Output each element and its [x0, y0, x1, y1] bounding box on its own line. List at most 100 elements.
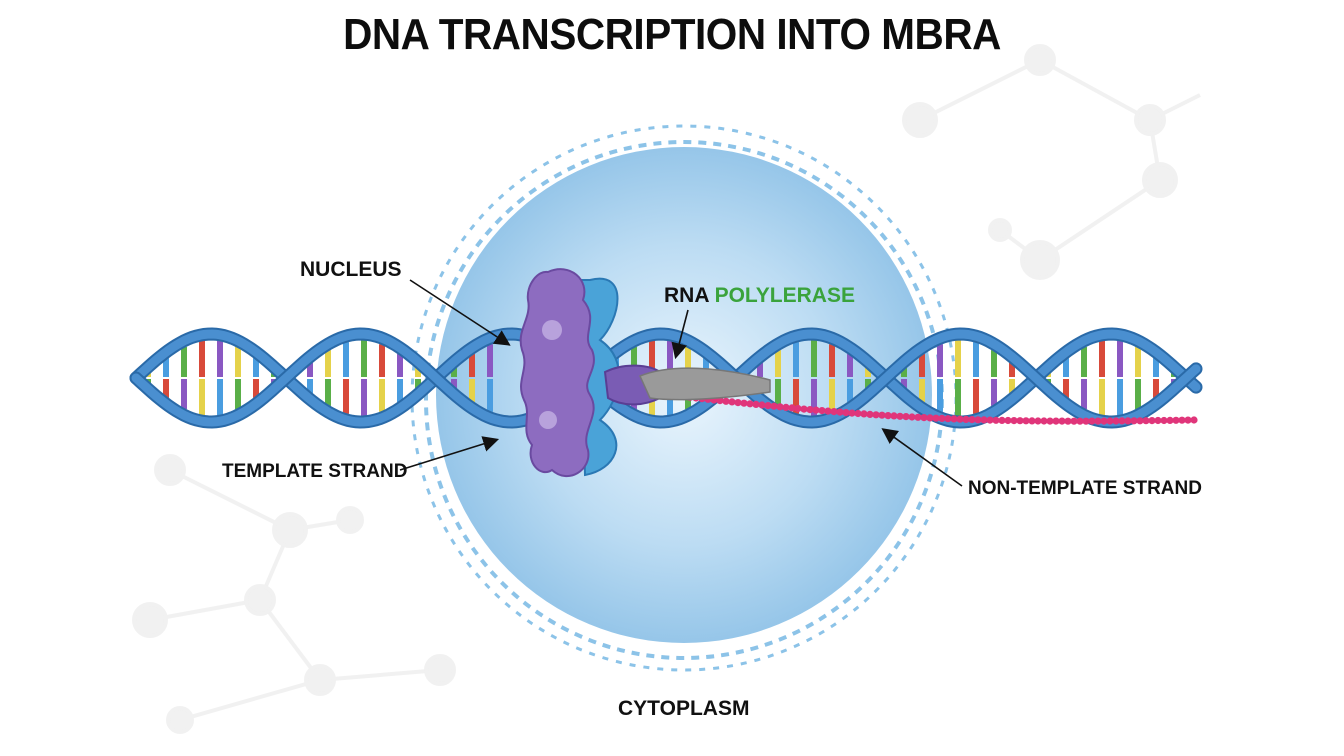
- mrna-nucleotide: [1046, 417, 1054, 425]
- base-pair: [379, 379, 385, 412]
- mrna-nucleotide: [890, 412, 898, 420]
- mrna-nucleotide: [1004, 416, 1012, 425]
- mrna-nucleotide: [812, 406, 820, 414]
- base-pair: [307, 362, 313, 377]
- rna-polymerase-arrow: [671, 309, 689, 360]
- rna-polymerase-label-accent: POLYLERASE: [714, 284, 855, 307]
- base-pair: [991, 350, 997, 377]
- template-strand-label: TEMPLATE STRAND: [222, 461, 408, 482]
- base-pair: [451, 367, 457, 377]
- base-pair: [343, 379, 349, 414]
- mrna-nucleotide: [848, 409, 856, 417]
- base-pair: [325, 379, 331, 406]
- base-pair: [865, 379, 871, 389]
- mrna-nucleotide: [998, 416, 1006, 424]
- mrna-nucleotide: [866, 410, 874, 418]
- mrna-nucleotide: [920, 414, 928, 422]
- mrna-nucleotide: [1160, 416, 1168, 425]
- mrna-nucleotide: [818, 407, 826, 415]
- base-pair: [847, 379, 853, 403]
- base-pair: [1153, 379, 1159, 398]
- base-pair: [793, 379, 799, 414]
- base-pair: [811, 379, 817, 416]
- template-strand-arrow: [399, 436, 500, 471]
- mrna-nucleotide: [1118, 417, 1126, 425]
- mrna-nucleotide: [962, 415, 970, 423]
- mrna-nucleotide: [1034, 417, 1042, 425]
- mrna-nucleotide: [974, 416, 982, 424]
- mrna-nucleotide: [908, 413, 916, 421]
- base-pair: [1117, 379, 1123, 416]
- rna-polymerase-label-prefix: RNA: [664, 284, 709, 307]
- mrna-nucleotide: [1166, 416, 1174, 424]
- mrna-nucleotide: [860, 410, 868, 418]
- base-pair: [1009, 362, 1015, 377]
- mrna-nucleotide: [1082, 417, 1090, 425]
- mrna-nucleotide: [1022, 417, 1030, 425]
- mrna-nucleotide: [1184, 416, 1192, 424]
- mrna-nucleotide: [956, 415, 964, 423]
- base-pair: [1153, 358, 1159, 377]
- base-pair: [217, 379, 223, 416]
- mrna-nucleotide: [914, 413, 922, 421]
- base-pair: [199, 379, 205, 416]
- mrna-nucleotide: [1190, 416, 1198, 424]
- mrna-nucleotide: [902, 413, 910, 421]
- mrna-nucleotide: [896, 412, 904, 420]
- mrna-nucleotide: [1178, 416, 1186, 424]
- base-pair: [343, 342, 349, 377]
- mrna-nucleotide: [758, 401, 766, 409]
- base-pair: [1063, 379, 1069, 398]
- base-pair: [955, 340, 961, 377]
- mrna-nucleotide: [986, 416, 994, 424]
- mrna-nucleotide: [932, 414, 940, 422]
- base-pair: [991, 379, 997, 406]
- mrna-nucleotide: [938, 414, 946, 422]
- base-pair: [361, 379, 367, 416]
- base-pair: [811, 340, 817, 377]
- mrna-nucleotide: [1076, 417, 1084, 425]
- mrna-nucleotide: [1136, 417, 1144, 425]
- mrna-nucleotide: [992, 416, 1000, 424]
- base-pair: [487, 344, 493, 377]
- callout-arrows: [399, 279, 963, 487]
- mrna-nucleotide: [1058, 417, 1066, 425]
- base-pair: [1117, 340, 1123, 377]
- non-template-strand-arrow: [881, 428, 963, 487]
- mrna-nucleotide: [926, 414, 934, 422]
- mrna-nucleotide: [734, 399, 742, 407]
- base-pair: [1135, 379, 1141, 410]
- mrna-nucleotide: [944, 415, 952, 423]
- base-pair: [1009, 379, 1015, 394]
- base-pair: [937, 344, 943, 377]
- mrna-nucleotide: [878, 411, 886, 419]
- base-pair: [649, 340, 655, 377]
- mrna-nucleotide: [980, 416, 988, 424]
- mrna-nucleotide: [1028, 417, 1036, 425]
- page-title: DNA TRANSCRIPTION INTO MBRA: [343, 10, 1001, 59]
- base-pair: [253, 379, 259, 398]
- mrna-nucleotide: [722, 397, 730, 405]
- mrna-nucleotide: [1094, 417, 1102, 425]
- base-pair: [631, 346, 637, 377]
- mrna-nucleotide: [782, 403, 790, 411]
- mrna-nucleotide: [1112, 417, 1120, 425]
- base-pair: [469, 353, 475, 377]
- base-pair: [703, 358, 709, 377]
- base-pair: [1063, 358, 1069, 377]
- base-pair: [937, 379, 943, 412]
- base-pair: [451, 379, 457, 389]
- mrna-nucleotide: [1070, 417, 1078, 425]
- mrna-nucleotide: [1148, 417, 1156, 425]
- base-pair: [415, 367, 421, 377]
- mrna-strand: [656, 390, 1198, 425]
- base-pair: [1135, 346, 1141, 377]
- mrna-nucleotide: [1130, 417, 1138, 425]
- molecule-network-icon: [132, 44, 1201, 734]
- mrna-nucleotide: [1040, 417, 1048, 425]
- mrna-nucleotide: [776, 403, 784, 411]
- base-pair: [829, 379, 835, 412]
- base-pair: [793, 342, 799, 377]
- base-pair: [163, 379, 169, 398]
